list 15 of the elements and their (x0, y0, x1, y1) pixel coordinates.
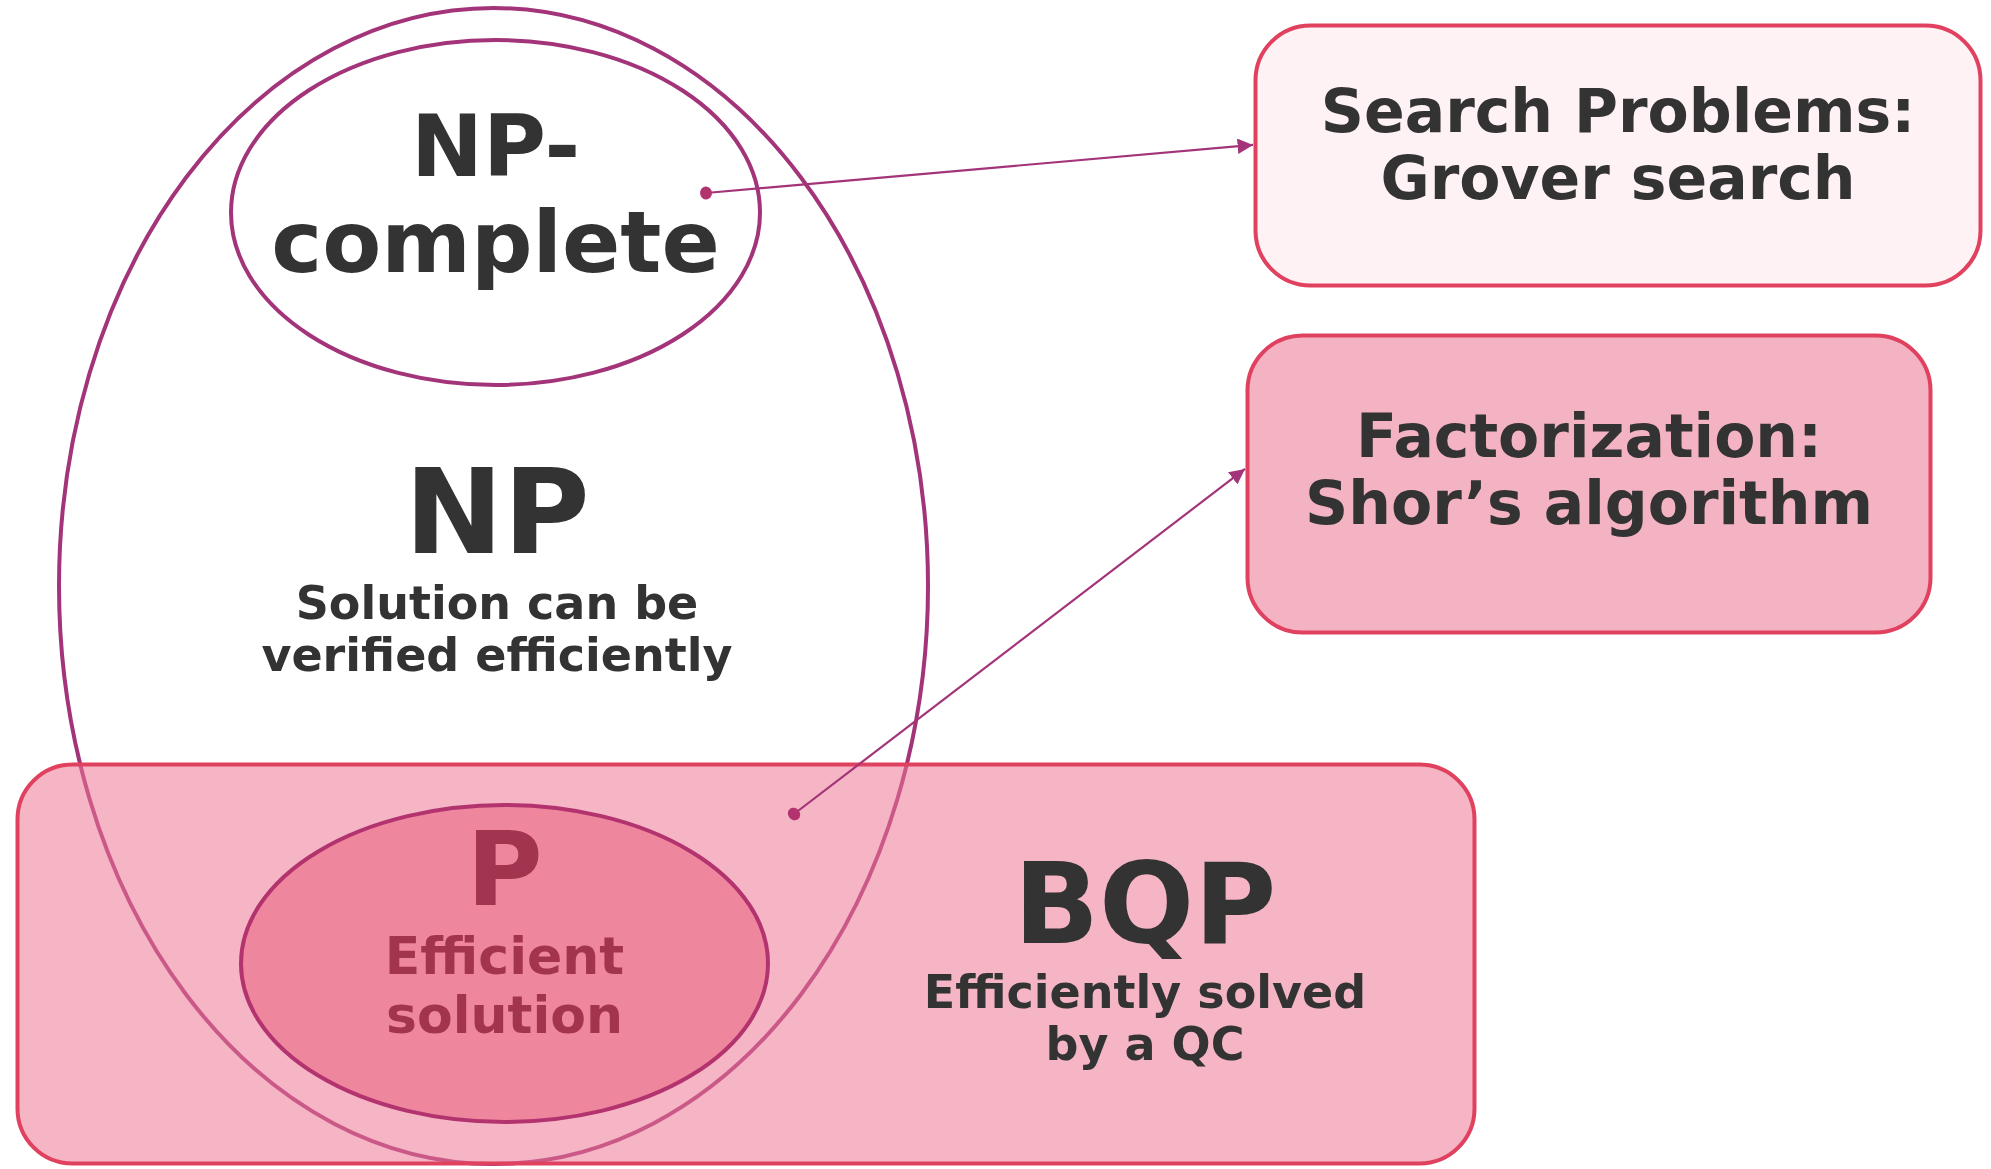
set-ellipse (239, 803, 770, 1124)
class-label: NP (404, 446, 590, 579)
box-text: Search Problems: Grover search (1319, 78, 1917, 213)
class-description: Efficiently solved by a QC (922, 967, 1368, 1071)
set-ellipse (229, 38, 762, 387)
arrow (700, 138, 1254, 200)
arrow (787, 468, 1246, 821)
class-description: Solution can be verified efficiently (260, 578, 734, 682)
class-label: NP-complete (270, 98, 721, 291)
process-box (1253, 23, 1983, 288)
process-box (1245, 333, 1933, 635)
class-description: Efficient solution (383, 927, 626, 1044)
box-text: Factorization: Shor’s algorithm (1304, 403, 1874, 538)
class-label: P (466, 811, 543, 928)
class-label: BQP (1013, 842, 1277, 968)
